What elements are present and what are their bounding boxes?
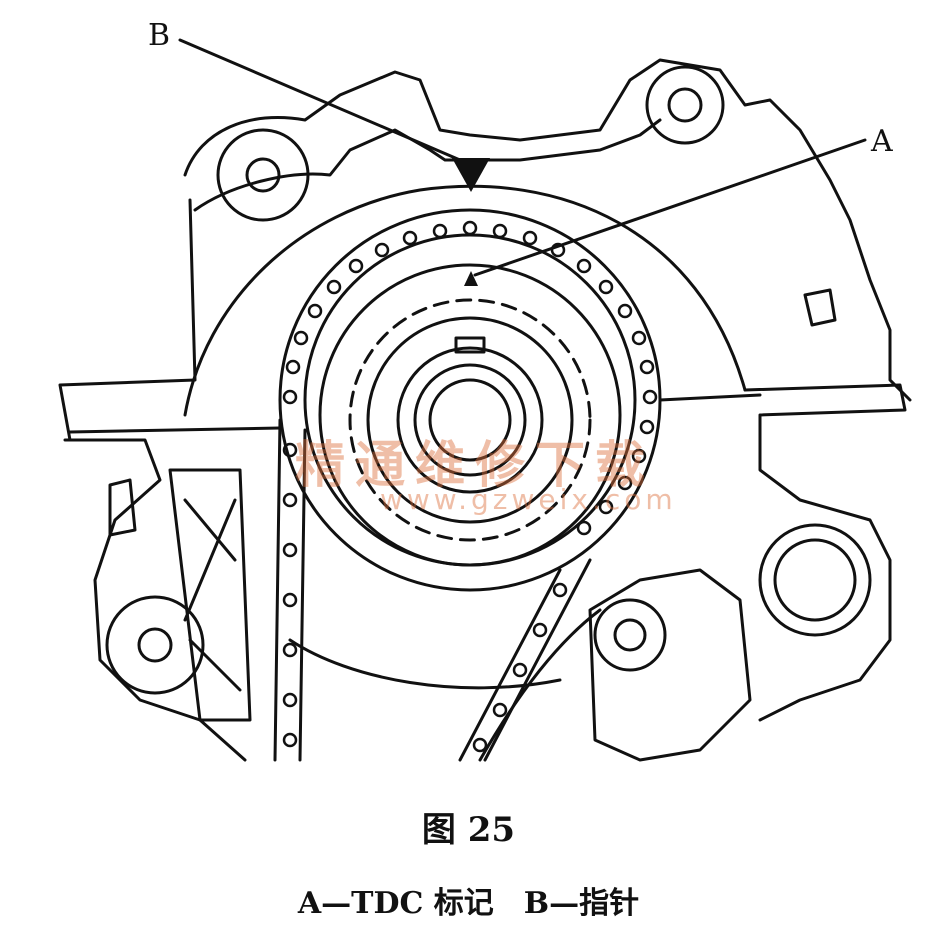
sprocket-key [454,336,486,354]
bolt-boss-bottom-left [105,595,205,695]
housing-right-lower [743,383,907,722]
bolt-boss-top-right [645,65,725,145]
truss-web [168,468,252,722]
watermark-url: www.gzweix.com [380,483,677,516]
figure-number: 图 25 [421,810,516,850]
figure-caption: A—TDC 标记 B—指针 [297,886,640,921]
crank-sprocket-hub [366,316,574,524]
pointer-mark-b [452,158,490,192]
crank-hub-bore-inner [428,378,512,462]
slot-left [108,478,137,537]
chain-guide-lower [478,608,602,762]
chain-run-right [458,558,592,762]
leader-line-a [473,138,867,277]
engine-timing-diagram [58,38,912,762]
callout-label-a: A [871,124,893,159]
housing-left-edge [58,198,197,442]
bolt-hole-top-right [667,87,703,123]
crank-hub-bore-mid [413,363,527,477]
bolt-boss-right [758,523,872,637]
bolt-hole-bottom-left [137,627,173,663]
chain-run-left [273,418,307,762]
watermark-text: 精通维修下载 [295,436,655,494]
bolt-hole-top-left [245,157,281,193]
bolt-hole-right [773,538,857,622]
crank-sprocket-teeth-root [348,298,592,542]
tdc-mark-a [464,271,478,286]
oil-passage-right [803,288,837,327]
housing-crank-bore [183,184,747,417]
housing-horizontal-rail [68,426,282,434]
bolt-boss-tensioner [593,598,667,672]
housing-outline-inner [193,118,662,212]
bolt-hole-tensioner [613,618,647,652]
housing-horizontal-rail-right [658,393,762,402]
housing-bottom-arc [288,638,562,690]
housing-lower-left [63,438,247,762]
crank-hub-bore-outer [396,346,544,494]
housing-outline [183,58,912,402]
chain-rollers [282,220,658,753]
crank-sprocket-ring [318,263,622,567]
bolt-boss-top-left [216,128,310,222]
tensioner-arm [588,568,752,762]
timing-chain-outer [278,208,662,592]
callout-label-b: B [148,18,171,53]
leader-line-b [178,38,462,162]
